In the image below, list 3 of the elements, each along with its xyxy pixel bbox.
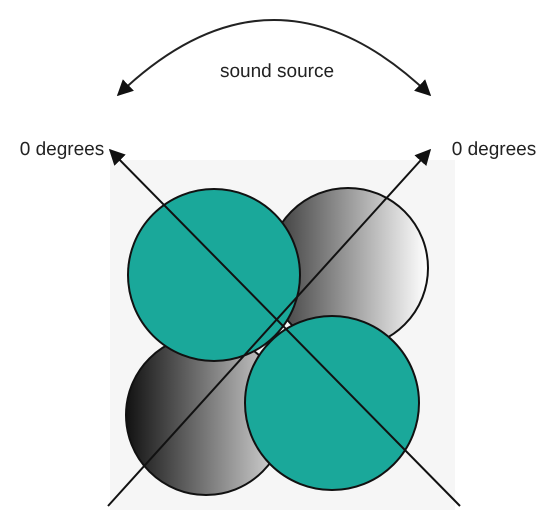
angle-label: 0 degrees xyxy=(452,139,536,161)
direction-label: sound source xyxy=(220,61,334,83)
angle-label: 0 degrees xyxy=(20,139,104,161)
